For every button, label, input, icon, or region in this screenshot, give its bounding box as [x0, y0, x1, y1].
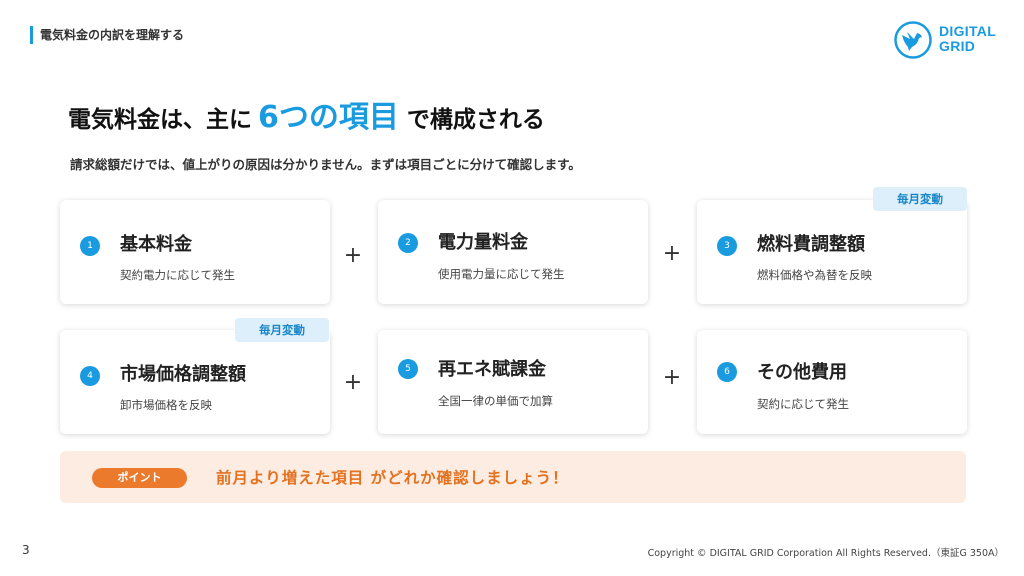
title-part-before: 電気料金は、主に: [68, 107, 252, 133]
copyright: Copyright © DIGITAL GRID Corporation All…: [647, 548, 1004, 559]
item-card-basic-fee: 1 基本料金 契約電力に応じて発生: [60, 200, 330, 304]
item-card-fuel-adjustment: 3 燃料費調整額 燃料価格や為替を反映: [697, 200, 967, 304]
item-description: 燃料価格や為替を反映: [757, 268, 872, 282]
item-card-market-adjustment: 4 市場価格調整額 卸市場価格を反映: [60, 330, 330, 434]
item-title: その他費用: [757, 362, 847, 383]
logo-text-line2: GRID: [939, 38, 976, 54]
item-number: 5: [398, 359, 418, 379]
item-description: 卸市場価格を反映: [120, 398, 212, 412]
logo-text-line1: DIGITAL: [939, 23, 997, 39]
item-card-renewable-surcharge: 5 再エネ賦課金 全国一律の単価で加算: [378, 330, 648, 434]
digital-grid-logo: DIGITAL GRID: [893, 20, 1008, 62]
section-label: 電気料金の内訳を理解する: [30, 26, 184, 44]
plus-sign: +: [343, 243, 363, 268]
plus-sign: +: [662, 365, 682, 390]
item-title: 電力量料金: [438, 232, 528, 253]
subtitle: 請求総額だけでは、値上がりの原因は分かりません。まずは項目ごとに分けて確認します…: [70, 157, 581, 172]
point-label: ポイント: [92, 468, 187, 488]
page-title: 電気料金は、主に 6つの項目 で構成される: [68, 92, 545, 142]
page-number: 3: [22, 543, 30, 557]
item-description: 使用電力量に応じて発生: [438, 267, 565, 281]
item-title: 再エネ賦課金: [438, 359, 546, 380]
monthly-variable-badge: 毎月変動: [235, 318, 329, 342]
item-title: 市場価格調整額: [120, 364, 246, 385]
bird-logo-icon: [894, 21, 932, 59]
item-number: 2: [398, 233, 418, 253]
point-text: 前月より増えた項目 がどれか確認しましょう！: [216, 469, 569, 487]
item-number: 3: [717, 236, 737, 256]
plus-sign: +: [662, 241, 682, 266]
item-title: 燃料費調整額: [757, 234, 865, 255]
item-card-energy-charge: 2 電力量料金 使用電力量に応じて発生: [378, 200, 648, 304]
monthly-variable-badge: 毎月変動: [873, 187, 967, 211]
item-description: 契約電力に応じて発生: [120, 268, 235, 282]
plus-sign: +: [343, 370, 363, 395]
item-number: 4: [80, 366, 100, 386]
item-title: 基本料金: [120, 234, 192, 255]
item-description: 全国一律の単価で加算: [438, 394, 553, 408]
item-number: 6: [717, 362, 737, 382]
title-accent: 6つの項目: [258, 100, 399, 135]
item-card-other-costs: 6 その他費用 契約に応じて発生: [697, 330, 967, 434]
item-number: 1: [80, 236, 100, 256]
point-callout: ポイント 前月より増えた項目 がどれか確認しましょう！: [60, 451, 966, 503]
item-description: 契約に応じて発生: [757, 397, 849, 411]
title-part-after: で構成される: [406, 107, 545, 133]
